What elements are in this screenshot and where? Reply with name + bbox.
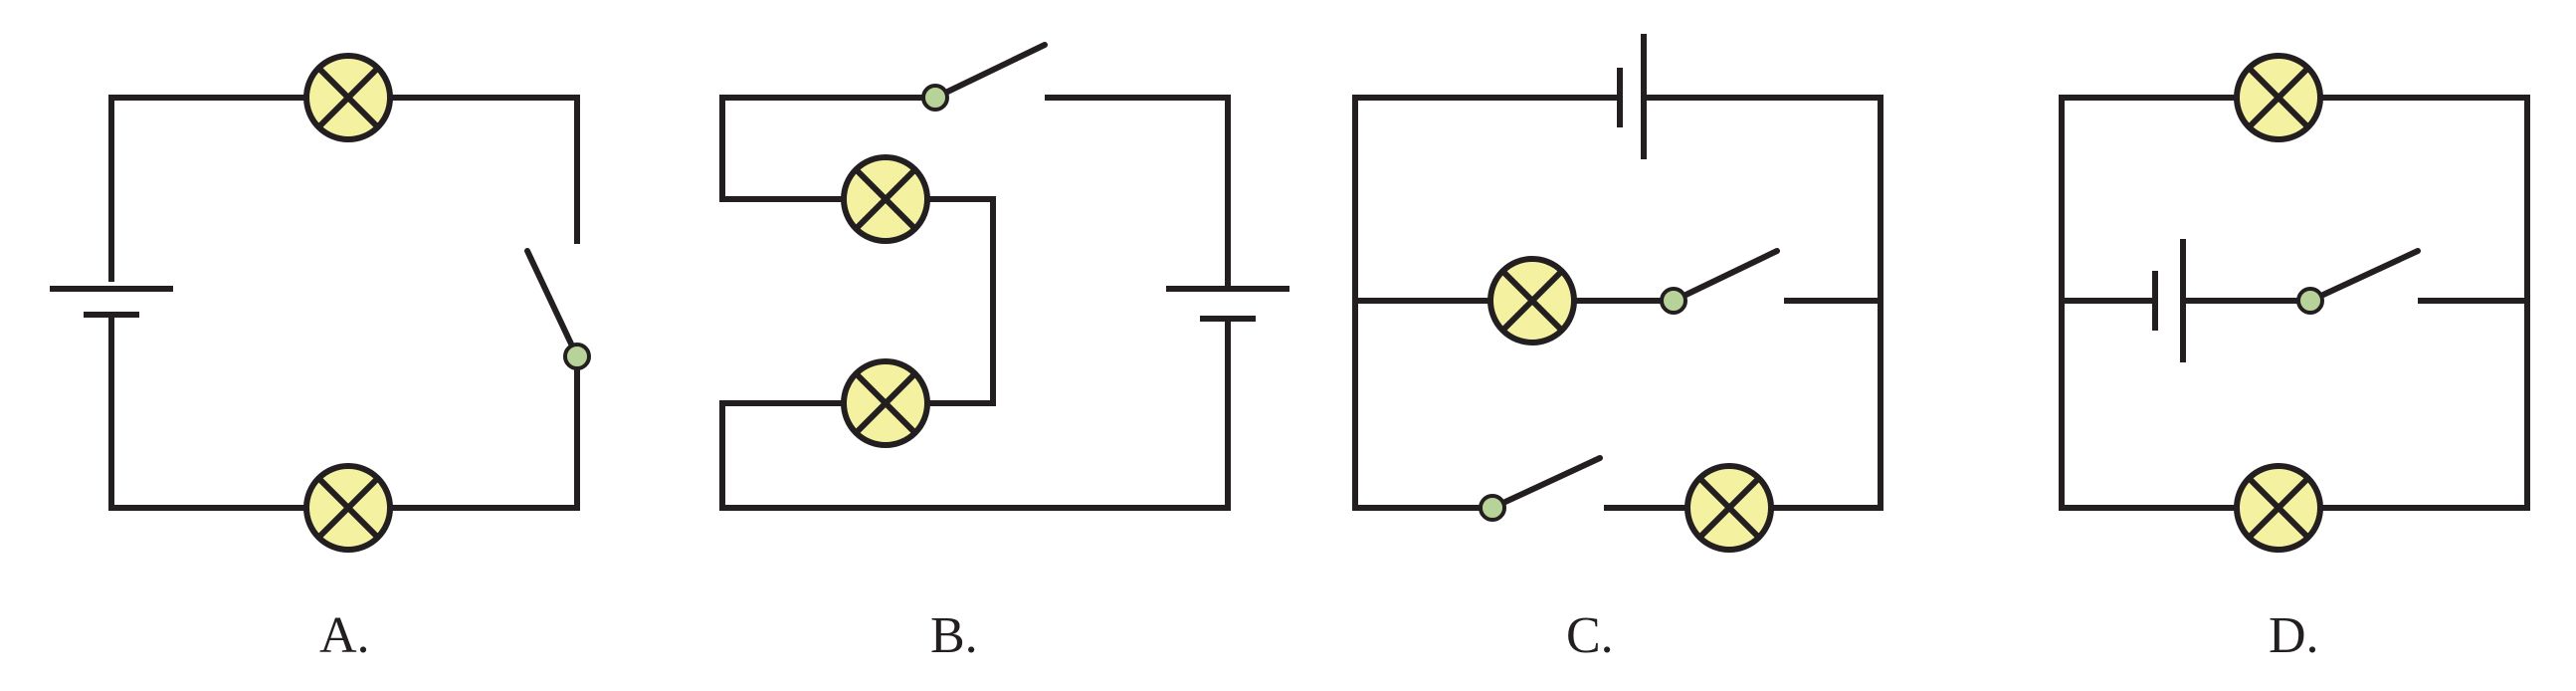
lamp-icon — [1684, 463, 1774, 553]
lamp-icon — [1487, 256, 1577, 346]
switch-icon — [524, 248, 591, 370]
wire — [1045, 95, 1231, 289]
wire — [925, 196, 996, 406]
battery-icon — [1166, 286, 1289, 322]
wire — [108, 315, 316, 511]
lamp-icon — [2234, 463, 2323, 553]
option-label-d: D. — [2269, 607, 2319, 664]
wire — [380, 95, 580, 244]
circuit-a — [50, 53, 591, 553]
switch-icon — [921, 42, 1048, 112]
wire — [719, 95, 935, 202]
option-label-c: C. — [1566, 607, 1614, 664]
lamp-icon — [303, 463, 393, 553]
battery-icon — [1617, 34, 1647, 159]
wire — [719, 319, 1231, 511]
circuit-c — [1352, 34, 1883, 553]
wire — [380, 356, 580, 511]
lamp-icon — [2234, 53, 2323, 142]
battery-icon — [2152, 239, 2186, 362]
battery-icon — [50, 286, 173, 318]
wire — [108, 95, 316, 282]
switch-icon — [1479, 455, 1603, 522]
switch-icon — [2296, 248, 2421, 315]
lamp-icon — [303, 53, 393, 142]
lamp-icon — [841, 154, 930, 244]
lamp-icon — [841, 358, 930, 448]
circuit-b — [719, 42, 1289, 511]
switch-icon — [1660, 248, 1780, 315]
option-label-a: A. — [319, 607, 370, 664]
option-label-b: B. — [930, 607, 978, 664]
circuit-d — [2059, 53, 2530, 553]
